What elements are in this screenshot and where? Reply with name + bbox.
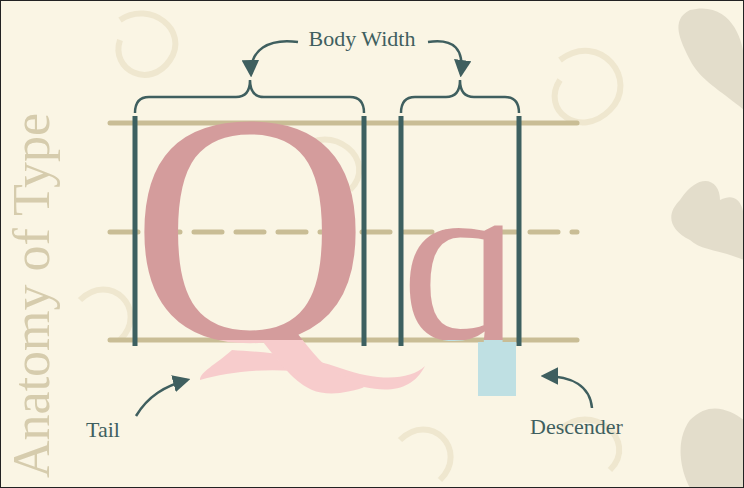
glyph-specimen: q	[401, 143, 519, 378]
part-label: Descender	[530, 416, 623, 438]
part-label: Tail	[86, 419, 120, 441]
dimension-label: Body Width	[309, 28, 416, 50]
damask-pattern	[80, 14, 620, 480]
glyph-specimen: Q	[131, 64, 369, 394]
title-watermark: Anatomy of Type	[6, 113, 58, 478]
fleur-ornament	[671, 8, 744, 488]
